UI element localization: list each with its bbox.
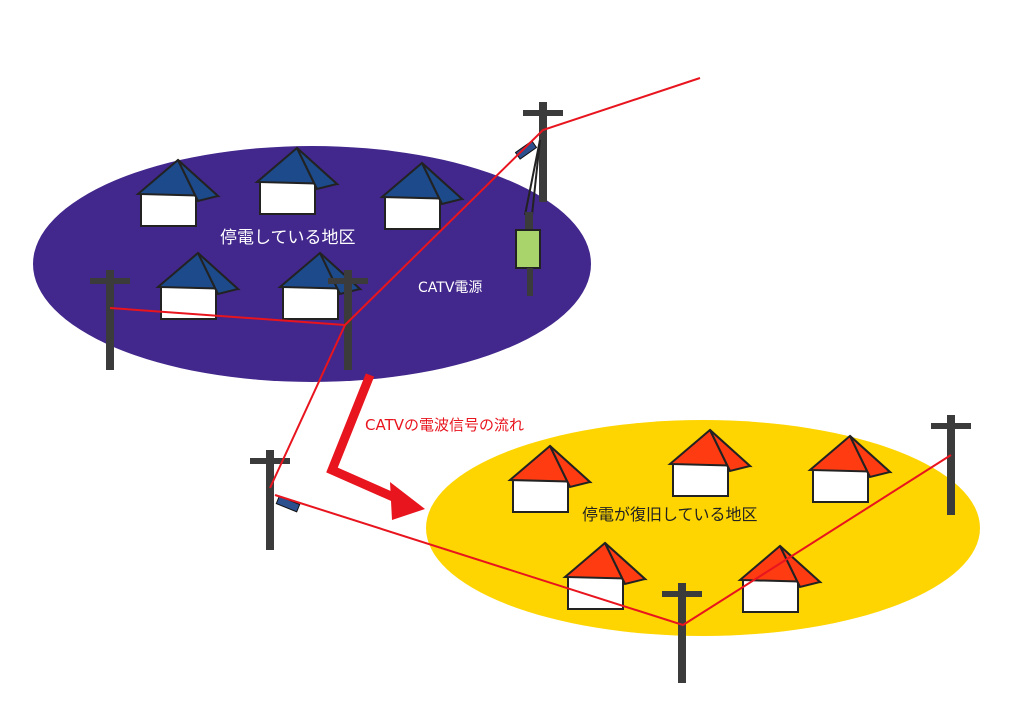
tap-device-icon	[514, 140, 538, 160]
signal-flow-arrow-icon	[326, 373, 425, 520]
signal-flow-label: CATVの電波信号の流れ	[365, 416, 524, 434]
restored-area-label: 停電が復旧している地区	[582, 505, 758, 524]
catv-cable	[109, 77, 952, 627]
catv-power-label: CATV電源	[418, 280, 482, 296]
catv-power-supply-icon	[515, 139, 541, 296]
outage-area-label: 停電している地区	[220, 228, 356, 248]
